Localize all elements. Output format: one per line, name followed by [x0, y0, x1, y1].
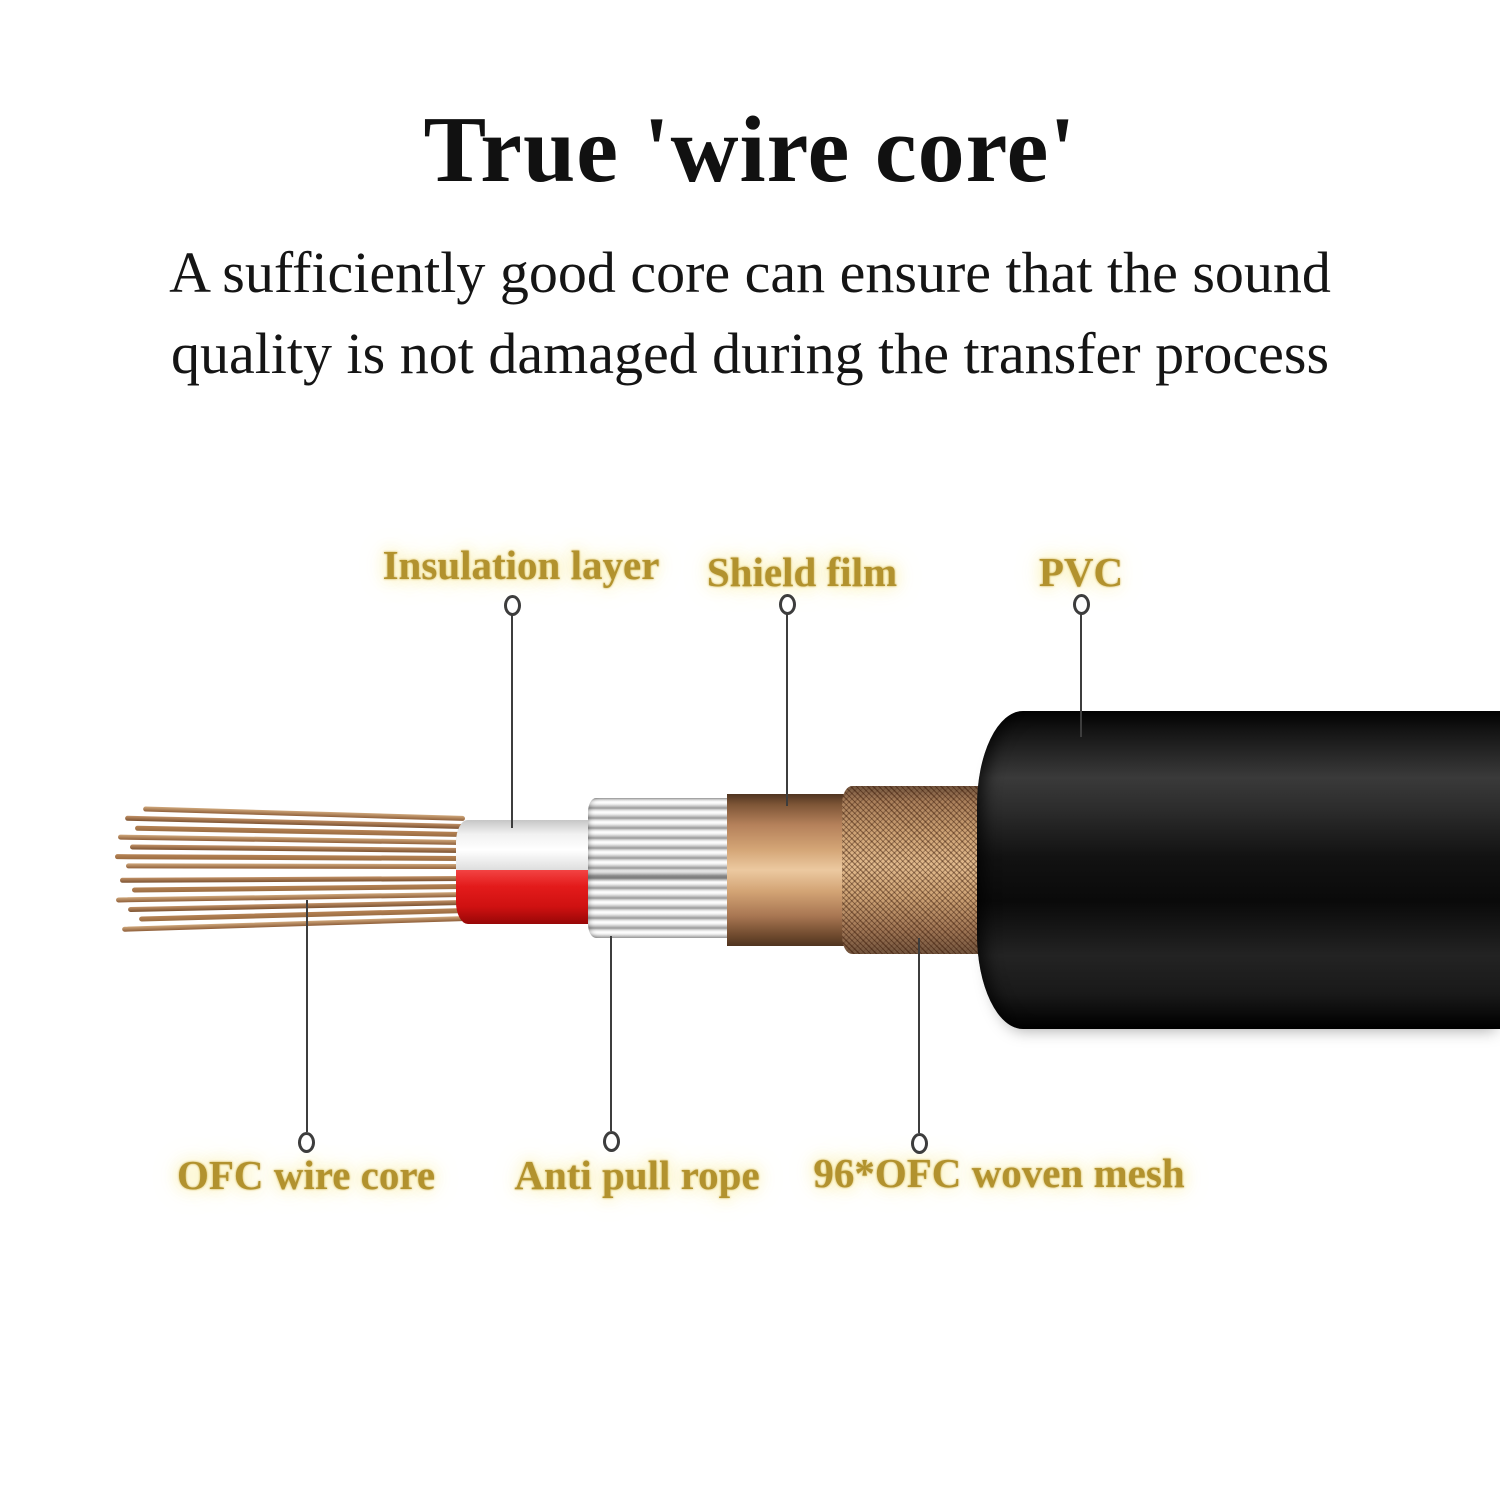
anchor-circle-insulation	[504, 595, 521, 616]
anchor-circle-mesh	[911, 1133, 928, 1154]
anchor-circle-shield	[779, 594, 796, 615]
callout-shield-film: Shield film	[706, 549, 898, 595]
cable-ofc-wire-core	[113, 806, 466, 932]
leader-line-ofc	[306, 900, 308, 1132]
rope-shadow-band	[588, 870, 730, 882]
insulation-red-band	[456, 870, 592, 924]
insulation-white-band	[456, 820, 592, 870]
page-title: True 'wire core'	[423, 98, 1077, 202]
subtitle: A sufficiently good core can ensure that…	[0, 232, 1500, 394]
cable-woven-mesh	[842, 786, 992, 954]
anchor-circle-ofc	[298, 1132, 315, 1153]
copper-strand	[114, 854, 466, 861]
subtitle-line-1: A sufficiently good core can ensure that…	[169, 240, 1331, 305]
leader-line-shield	[786, 614, 788, 806]
cable-insulation-layer	[456, 820, 592, 924]
leader-line-insulation	[511, 615, 513, 828]
copper-strand	[118, 834, 466, 845]
callout-insulation-layer: Insulation layer	[382, 542, 660, 588]
copper-strand	[131, 884, 466, 893]
cable-anti-pull-rope	[588, 798, 730, 938]
leader-line-pvc	[1080, 614, 1082, 737]
subtitle-line-2: quality is not damaged during the transf…	[170, 321, 1330, 386]
cable-pvc-jacket	[977, 711, 1500, 1029]
leader-line-mesh	[918, 938, 920, 1133]
leader-line-rope	[610, 936, 612, 1131]
copper-strand	[129, 844, 466, 853]
copper-strand	[119, 876, 466, 883]
copper-strand	[125, 863, 466, 869]
callout-anti-pull-rope: Anti pull rope	[514, 1152, 760, 1198]
callout-woven-mesh: 96*OFC woven mesh	[813, 1150, 1185, 1196]
callout-ofc-wire-core: OFC wire core	[176, 1152, 436, 1198]
anchor-circle-pvc	[1073, 594, 1090, 615]
callout-pvc: PVC	[1038, 549, 1124, 595]
anchor-circle-rope	[603, 1131, 620, 1152]
cable-shield-film	[727, 794, 845, 946]
